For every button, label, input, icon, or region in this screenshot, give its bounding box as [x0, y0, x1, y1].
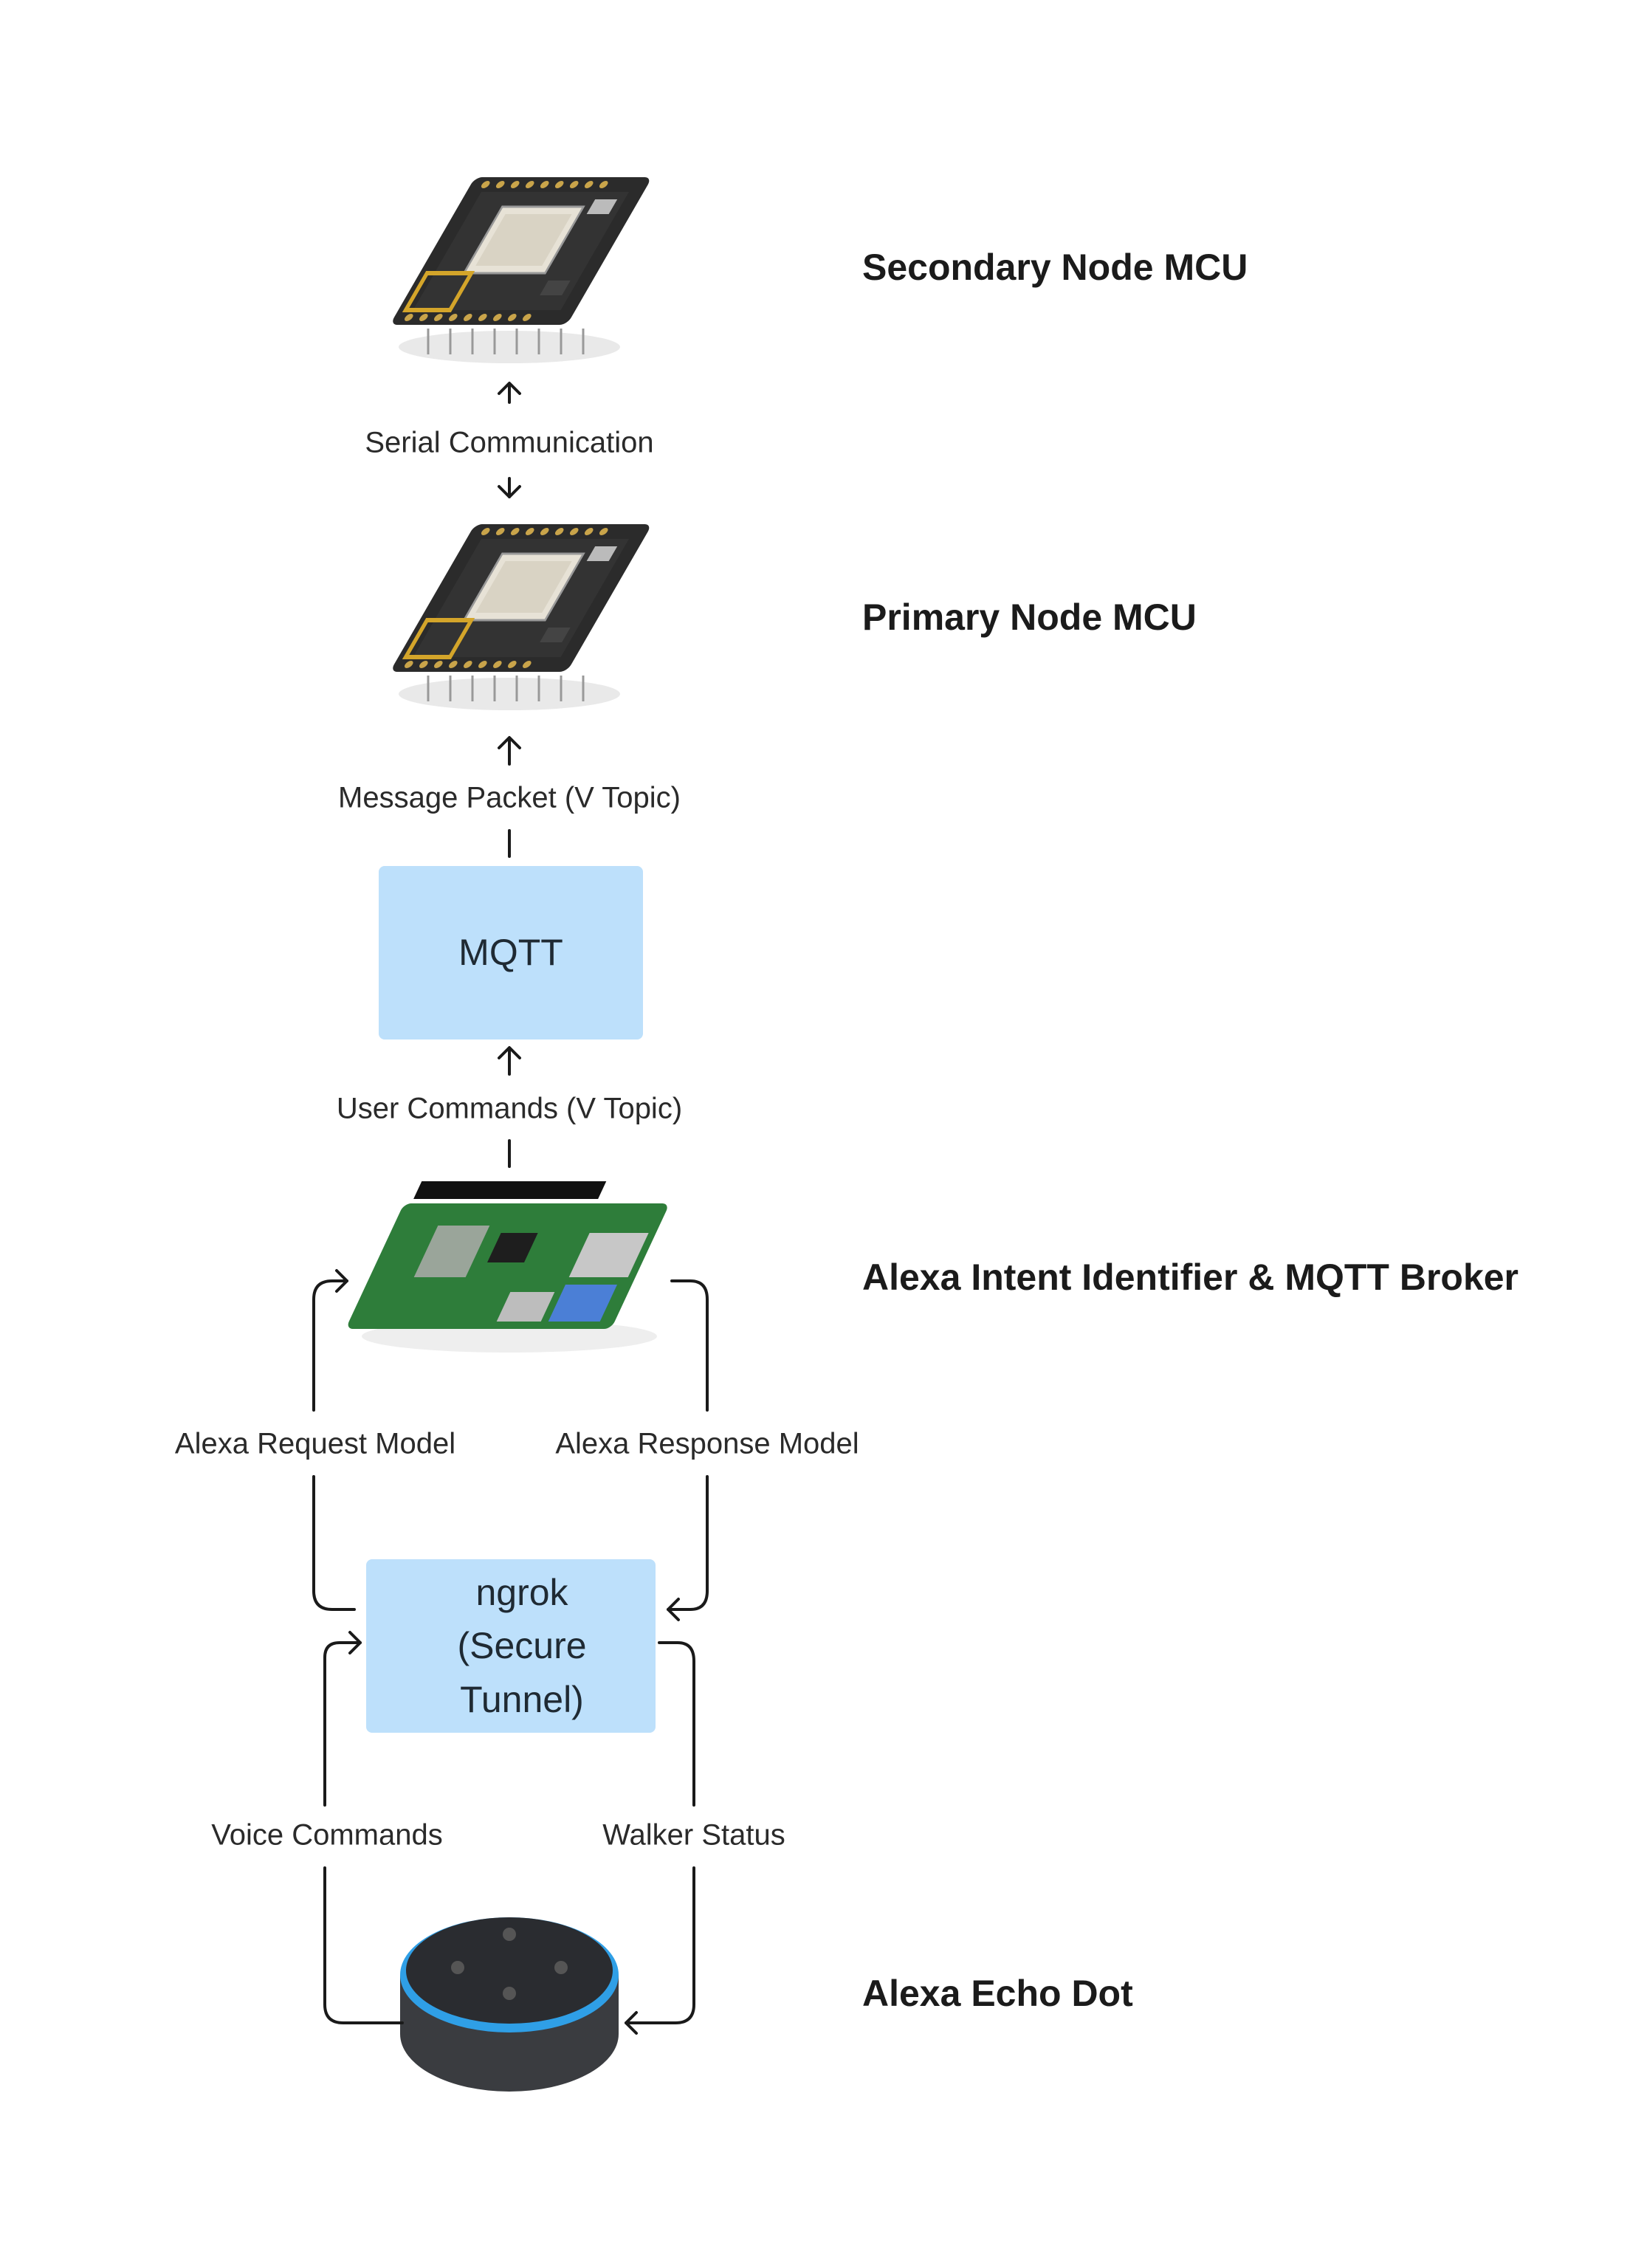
serial-communication-label: Serial Communication	[365, 426, 654, 459]
primary-nodemcu-icon	[390, 524, 652, 710]
mqtt-box-label: MQTT	[458, 932, 563, 974]
secondary-node-title: Secondary Node MCU	[862, 247, 1248, 288]
echo-dot-icon	[400, 1917, 619, 2092]
echo-dot-title: Alexa Echo Dot	[862, 1973, 1133, 2014]
alexa-response-model-label: Alexa Response Model	[555, 1427, 859, 1460]
raspberry-pi-icon	[348, 1181, 667, 1353]
user-commands-label: User Commands (V Topic)	[336, 1092, 683, 1125]
message-packet-label: Message Packet (V Topic)	[338, 781, 681, 814]
ngrok-box: ngrok (Secure Tunnel)	[366, 1559, 656, 1733]
ngrok-box-label: ngrok (Secure Tunnel)	[457, 1571, 587, 1720]
primary-node-title: Primary Node MCU	[862, 597, 1197, 638]
broker-title: Alexa Intent Identifier & MQTT Broker	[862, 1257, 1519, 1298]
secondary-nodemcu-icon	[390, 177, 652, 363]
alexa-request-model-label: Alexa Request Model	[174, 1427, 456, 1460]
walker-status-label: Walker Status	[602, 1818, 785, 1852]
voice-commands-label: Voice Commands	[211, 1818, 443, 1852]
mqtt-box: MQTT	[379, 866, 643, 1040]
